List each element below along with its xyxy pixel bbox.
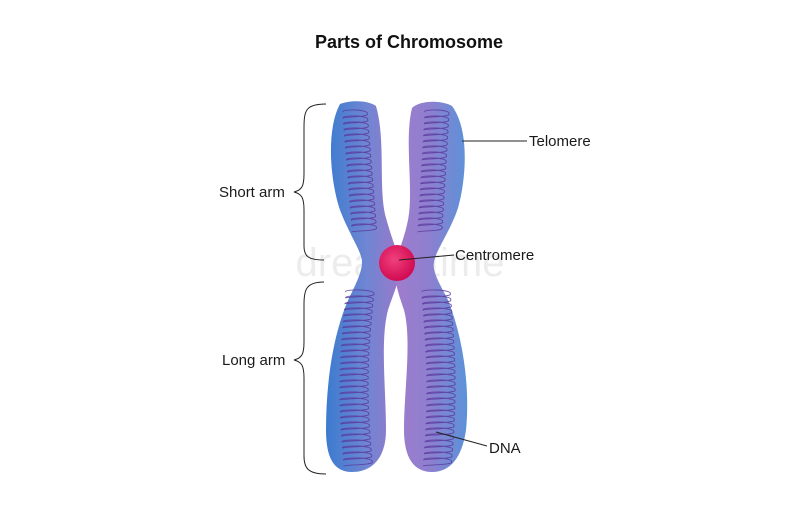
centromere-leader-line	[398, 254, 455, 261]
left-chromatid	[326, 101, 400, 472]
long-arm-label: Long arm	[222, 352, 285, 369]
centromere-label: Centromere	[455, 247, 534, 264]
dna-coil-right-lower	[421, 289, 456, 467]
dna-label: DNA	[489, 440, 521, 457]
short-arm-brace	[293, 103, 327, 261]
long-arm-brace	[293, 281, 327, 475]
diagram-title: Parts of Chromosome	[315, 32, 503, 52]
dna-coil-right-upper	[417, 109, 450, 233]
dna-coil-group	[339, 109, 456, 467]
telomere-label: Telomere	[529, 133, 591, 150]
dna-leader-line	[435, 431, 488, 447]
centromere-dot	[379, 245, 415, 281]
short-arm-label: Short arm	[219, 184, 285, 201]
dna-coil-left-lower	[339, 289, 375, 467]
right-chromatid	[395, 101, 468, 473]
dna-coil-left-upper	[342, 109, 377, 233]
